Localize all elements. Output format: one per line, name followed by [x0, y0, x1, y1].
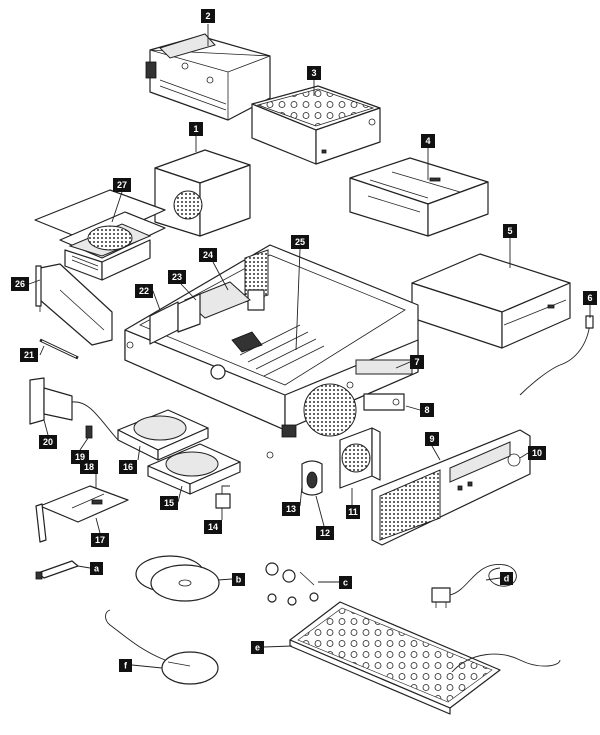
usb-stick [35, 560, 79, 580]
callout-5: 5 [503, 224, 517, 238]
svg-text:7: 7 [414, 357, 419, 367]
svg-text:1: 1 [193, 124, 198, 134]
callout-6: 6 [583, 291, 597, 305]
hard-disk-16 [117, 409, 209, 461]
callout-27: 27 [113, 178, 131, 192]
callout-f: f [119, 659, 132, 672]
callout-17: 17 [91, 533, 109, 547]
expansion-card-large [35, 263, 113, 346]
svg-text:27: 27 [117, 180, 127, 190]
callout-11: 11 [346, 505, 360, 519]
internal-speaker [301, 460, 323, 496]
drive-cage [251, 85, 381, 165]
wifi-card [29, 377, 119, 441]
optical-drive [411, 253, 571, 349]
svg-text:24: 24 [203, 250, 213, 260]
svg-text:5: 5 [507, 226, 512, 236]
svg-text:22: 22 [139, 286, 149, 296]
svg-text:d: d [504, 574, 510, 584]
svg-text:20: 20 [43, 437, 53, 447]
svg-text:9: 9 [429, 434, 434, 444]
svg-text:12: 12 [320, 528, 330, 538]
screws [265, 562, 319, 606]
callout-18: 18 [80, 460, 98, 474]
svg-text:14: 14 [208, 522, 218, 532]
svg-text:13: 13 [286, 504, 296, 514]
leader-lines [28, 24, 591, 669]
hard-drive-tray [349, 157, 489, 237]
callout-12: 12 [316, 526, 334, 540]
svg-text:2: 2 [205, 11, 210, 21]
sensor-cable [519, 315, 594, 396]
callout-25: 25 [291, 235, 309, 249]
expansion-card-small [35, 485, 129, 543]
callout-e: e [251, 641, 264, 654]
callout-20: 20 [39, 435, 57, 449]
svg-text:21: 21 [24, 350, 34, 360]
intrusion-switch [215, 485, 231, 509]
computer-chassis [124, 244, 419, 459]
svg-text:15: 15 [164, 498, 174, 508]
callout-24: 24 [199, 248, 217, 262]
svg-text:23: 23 [172, 272, 182, 282]
svg-text:a: a [94, 564, 100, 574]
system-fan [339, 427, 381, 489]
keyboard [289, 601, 561, 715]
callout-2: 2 [201, 9, 215, 23]
svg-text:25: 25 [295, 237, 305, 247]
callout-22: 22 [135, 284, 153, 298]
svg-text:26: 26 [15, 279, 25, 289]
mouse [105, 609, 219, 685]
hard-disk-15 [147, 443, 241, 495]
callout-21: 21 [20, 348, 38, 362]
callout-7: 7 [410, 355, 424, 369]
callout-15: 15 [160, 496, 178, 510]
antenna [39, 338, 79, 360]
discs [135, 555, 220, 602]
power-supply [154, 149, 251, 237]
callout-14: 14 [204, 520, 222, 534]
callout-9: 9 [425, 432, 439, 446]
svg-text:c: c [343, 578, 348, 588]
callout-10: 10 [528, 446, 546, 460]
svg-text:b: b [236, 575, 242, 585]
callout-13: 13 [282, 502, 300, 516]
callout-c: c [339, 576, 352, 589]
callout-4: 4 [421, 134, 435, 148]
svg-text:e: e [255, 643, 260, 653]
svg-text:19: 19 [75, 452, 85, 462]
power-cord [431, 564, 517, 608]
svg-text:4: 4 [425, 136, 430, 146]
svg-text:11: 11 [348, 507, 358, 517]
callout-23: 23 [168, 270, 186, 284]
svg-text:f: f [124, 661, 128, 671]
svg-text:17: 17 [95, 535, 105, 545]
drive-bracket [145, 33, 271, 121]
callout-d: d [500, 572, 513, 585]
cpu-cooler [34, 189, 166, 281]
svg-text:3: 3 [311, 68, 316, 78]
svg-text:18: 18 [84, 462, 94, 472]
callout-16: 16 [119, 460, 137, 474]
svg-text:10: 10 [532, 448, 542, 458]
svg-text:8: 8 [424, 405, 429, 415]
callout-8: 8 [420, 403, 434, 417]
callout-a: a [90, 562, 103, 575]
callout-3: 3 [307, 66, 321, 80]
svg-text:6: 6 [587, 293, 592, 303]
callout-26: 26 [11, 277, 29, 291]
svg-text:16: 16 [123, 462, 133, 472]
callout-1: 1 [189, 122, 203, 136]
front-bezel [371, 429, 531, 546]
callout-b: b [232, 573, 245, 586]
